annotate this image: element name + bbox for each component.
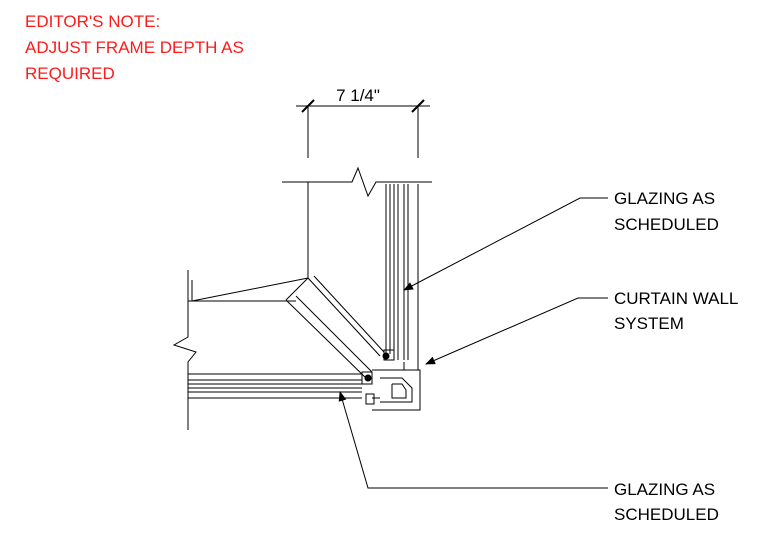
left-wall [172, 270, 296, 430]
corner-mullion [365, 362, 421, 411]
leader-glazing-bottom [338, 391, 608, 489]
callout-curtain-wall-line-1: CURTAIN WALL [614, 289, 739, 308]
callout-glazing-top-line-2: SCHEDULED [614, 215, 719, 234]
leader-glazing-top [403, 197, 608, 291]
horizontal-glazing [188, 371, 373, 399]
editors-note-line-3: REQUIRED [25, 64, 115, 83]
leader-curtain-wall [425, 297, 608, 365]
editors-note-line-1: EDITOR'S NOTE: [25, 12, 161, 31]
callout-glazing-bottom-line-1: GLAZING AS [614, 480, 716, 499]
editors-note-line-2: ADJUST FRAME DEPTH AS [25, 38, 244, 57]
dimension-line [296, 99, 430, 158]
vertical-glazing [382, 184, 419, 368]
upper-wall [191, 166, 432, 302]
callout-curtain-wall-line-2: SYSTEM [614, 314, 684, 333]
callout-glazing-top-line-1: GLAZING AS [614, 189, 716, 208]
callout-glazing-bottom-line-2: SCHEDULED [614, 505, 719, 524]
dimension-text: 7 1/4" [336, 86, 380, 105]
mitered-trim [285, 275, 385, 381]
